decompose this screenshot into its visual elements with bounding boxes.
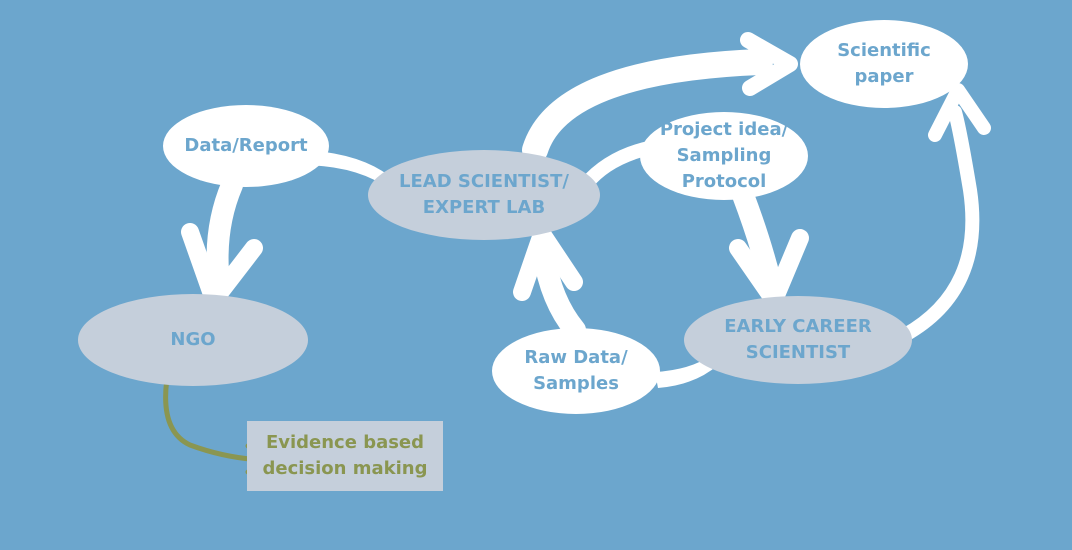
node-raw-data-label: Raw Data/ Samples	[524, 347, 628, 394]
arrow-project-to-early	[732, 184, 781, 291]
node-evidence-label: Evidence based decision making	[262, 432, 428, 479]
node-early-career: EARLY CAREER SCIENTIST	[684, 296, 912, 384]
node-scientific-paper-label: Scientific paper	[837, 40, 931, 87]
node-ngo-label: NGO	[170, 329, 216, 350]
arrowhead-paper	[740, 32, 798, 96]
node-data-report-label: Data/Report	[184, 135, 308, 156]
node-lead-scientist: LEAD SCIENTIST/ EXPERT LAB	[368, 150, 600, 240]
node-project-idea: Project idea/ Sampling Protocol	[640, 112, 808, 200]
node-early-career-label: EARLY CAREER SCIENTIST	[724, 316, 872, 363]
node-evidence: Evidence based decision making	[247, 421, 443, 491]
arrow-raw-to-lead	[532, 239, 586, 341]
node-project-idea-label: Project idea/ Sampling Protocol	[659, 119, 789, 192]
arrow-lead-to-paper	[522, 49, 773, 163]
node-lead-scientist-label: LEAD SCIENTIST/ EXPERT LAB	[399, 171, 569, 218]
node-ngo: NGO	[78, 294, 308, 386]
arrow-early-to-paper	[898, 105, 980, 342]
arrowhead-paper-right	[928, 83, 991, 142]
node-data-report: Data/Report	[163, 105, 329, 187]
arrow-data-report-to-ngo	[206, 174, 243, 283]
arrowhead-lead	[513, 225, 583, 301]
node-raw-data: Raw Data/ Samples	[492, 328, 660, 414]
node-scientific-paper: Scientific paper	[800, 20, 968, 108]
arrow-ngo-to-evidence	[163, 369, 265, 463]
